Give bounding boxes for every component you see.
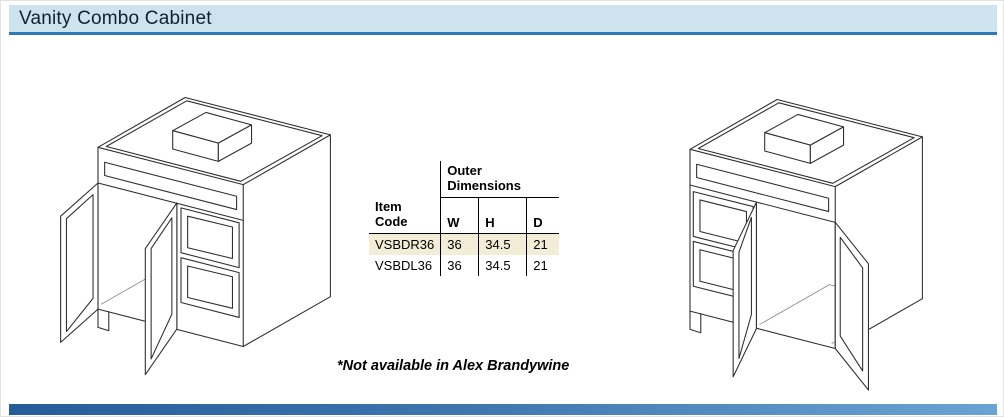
cell-item-code: VSBDL36 [375, 258, 433, 274]
dimensions-table: Outer Dimensions Item Code W H D VSBDR36… [369, 161, 559, 277]
cell-item-code: VSBDR36 [375, 237, 435, 253]
col-header-h: H [478, 197, 527, 235]
drawer-stack [180, 207, 240, 318]
header-accent-line [9, 32, 997, 35]
cabinet-illustration-vsbdr [60, 96, 331, 376]
toe-kick [97, 308, 110, 332]
footer-bar [9, 404, 997, 415]
outer-dimensions-label: Outer Dimensions [447, 163, 521, 193]
vanity-drawing-drawers-right [15, 47, 347, 397]
sink-support-box [172, 111, 253, 162]
availability-note: *Not available in Alex Brandywine [337, 358, 570, 374]
column-header-row: Item Code W H D [369, 197, 559, 235]
col-header-d: D [526, 197, 559, 235]
page-header: Vanity Combo Cabinet [9, 5, 997, 32]
cell-height: 34.5 [478, 255, 527, 277]
outer-dimensions-row: Outer Dimensions [369, 161, 559, 198]
false-front-rail [97, 161, 244, 221]
item-code-label: Item Code [375, 199, 408, 230]
cell-depth: 21 [526, 233, 559, 256]
table-spacer-cell [369, 161, 441, 197]
cell-width: 36 [440, 255, 479, 277]
open-doors [60, 182, 178, 376]
vanity-drawing-drawers-left [607, 49, 939, 399]
outer-dimensions-header: Outer Dimensions [440, 161, 559, 198]
item-code-header: Item Code [369, 197, 441, 235]
cell-depth: 21 [526, 255, 559, 277]
col-header-w: W [440, 197, 479, 235]
false-front-rail [689, 163, 836, 223]
table-row-vsbdr36: VSBDR36 36 34.5 21 [369, 233, 559, 256]
open-doors [732, 201, 869, 391]
table-row-vsbdl36: VSBDL36 36 34.5 21 [369, 255, 559, 277]
cell-width: 36 [440, 233, 479, 256]
cabinet-illustration-vsbdl [689, 98, 923, 391]
cabinet-interior [759, 284, 836, 344]
cell-height: 34.5 [478, 233, 527, 256]
page-title: Vanity Combo Cabinet [19, 7, 212, 29]
toe-kick [689, 310, 702, 334]
sink-support-box [764, 113, 845, 164]
